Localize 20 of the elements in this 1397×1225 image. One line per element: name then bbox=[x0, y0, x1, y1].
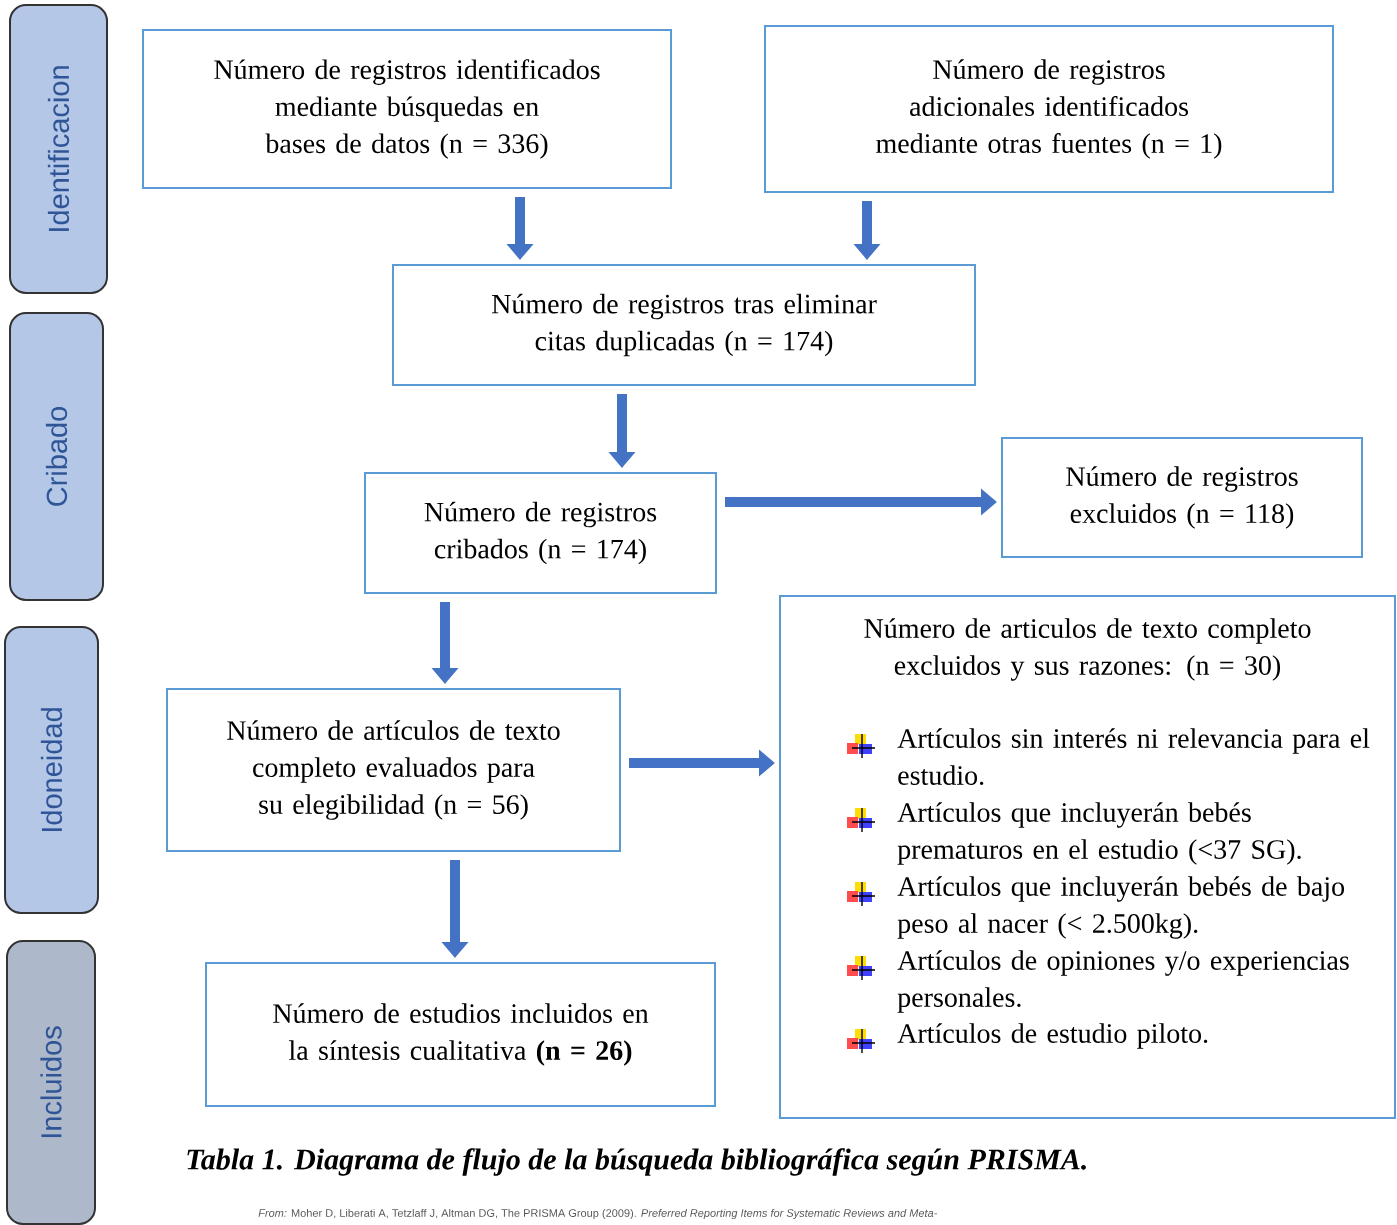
box-heading: Número de articulos de texto completo excluidos y sus razones: (n = 30) bbox=[864, 618, 1311, 681]
caption: Tabla 1. Diagrama de flujo de la búsqueda bibliográfica según PRISMA. bbox=[187, 1148, 1086, 1176]
list-item: Artículos que incluyerán bebés de bajo peso al nacer (< 2.500kg). bbox=[897, 876, 1345, 939]
process-box: Número de artículos de texto completo evaluados para su elegibilidad (n = 56) bbox=[166, 688, 621, 852]
process-box: Número de registros identificados mediante búsquedas en bases de datos (n = 336) bbox=[142, 29, 672, 189]
list-item: Artículos de opiniones y/o experiencias personales. bbox=[897, 950, 1349, 1013]
exclusion-box bbox=[779, 595, 1396, 1119]
phase-band: Cribado bbox=[9, 312, 104, 601]
phase-band: Incluidos bbox=[6, 940, 96, 1225]
process-box: Número de registros cribados (n = 174) bbox=[364, 472, 717, 594]
process-box: Número de estudios incluidos en la síntesis cualitativa (n = 26) bbox=[205, 962, 716, 1107]
process-box: Número de registros adicionales identificados mediante otras fuentes (n = 1) bbox=[764, 25, 1334, 193]
phase-band: Identificacion bbox=[9, 4, 108, 294]
process-box: Número de registros excluidos (n = 118) bbox=[1001, 437, 1363, 558]
citation: From: Moher D, Liberati A, Tetzlaff J, Altman DG, The PRISMA Group (2009). Preferred Reporting Items for Systematic Reviews and Meta- bbox=[258, 1208, 938, 1220]
list-item: Artículos de estudio piloto. bbox=[897, 1023, 1208, 1049]
phase-band: Idoneidad bbox=[4, 626, 99, 914]
list-item: Artículos sin interés ni relevancia para el estudio. bbox=[897, 728, 1370, 786]
list-item: Artículos que incluyerán bebés prematuros en el estudio (<37 SG). bbox=[897, 802, 1301, 865]
process-box: Número de registros tras eliminar citas duplicadas (n = 174) bbox=[392, 264, 976, 386]
